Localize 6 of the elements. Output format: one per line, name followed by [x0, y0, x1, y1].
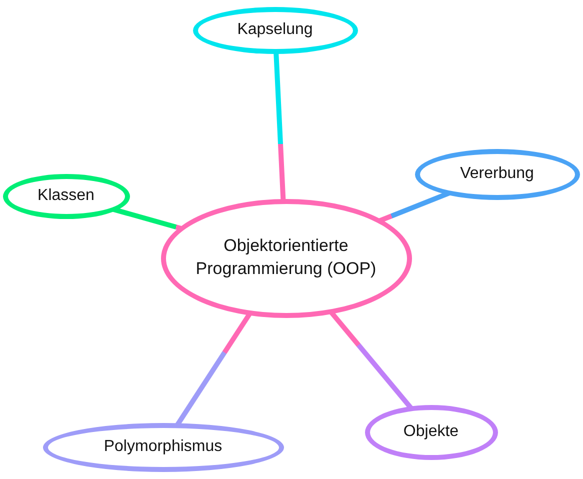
node-label: Objektorientierte Programmierung (OOP) [194, 235, 378, 280]
node-label: Polymorphismus [104, 437, 222, 458]
node-label: Kapselung [237, 20, 313, 40]
node-label: Klassen [38, 186, 94, 206]
node-label: Objekte [403, 422, 459, 442]
node-label: Vererbung [460, 164, 534, 184]
